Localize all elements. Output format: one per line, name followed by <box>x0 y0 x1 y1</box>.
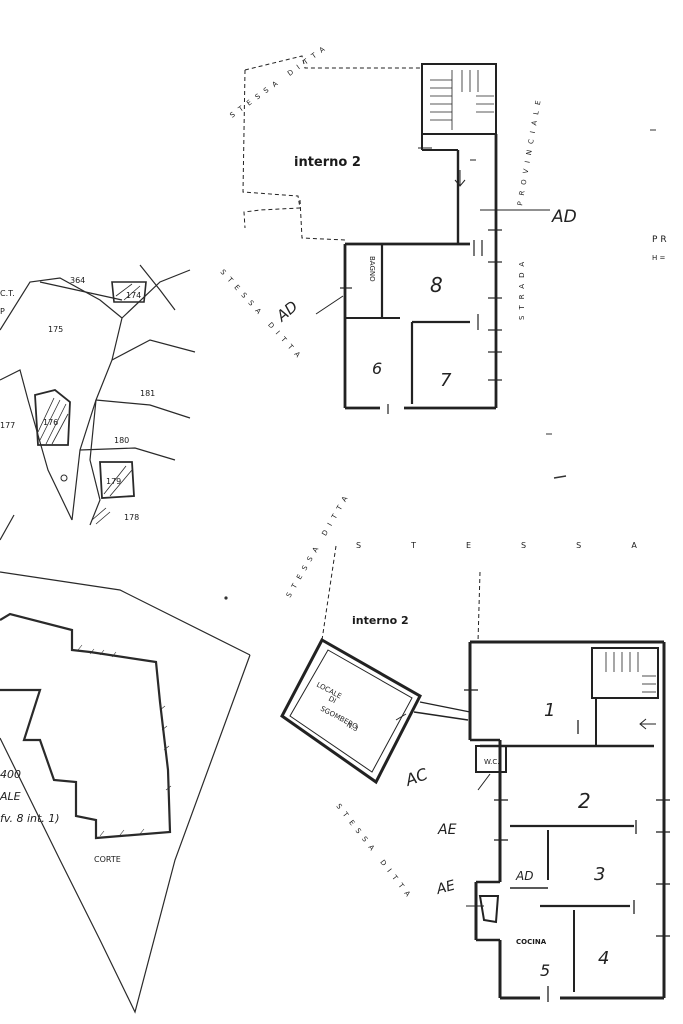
stessa-ditta-bottom-top-start: STESSA DITTA <box>285 490 353 599</box>
parcel-177: 177 <box>0 421 15 430</box>
ad-right: AD <box>551 207 577 227</box>
parcel-174: 174 <box>126 291 141 300</box>
h-label: H = <box>652 254 665 262</box>
label-cucina: COCINA <box>516 938 547 946</box>
stessa-ditta-bottom-left: STESSA DITTA <box>334 802 415 903</box>
top-plan-outline <box>242 55 550 414</box>
room-4: 4 <box>598 948 609 969</box>
label-ad: AD <box>515 869 533 883</box>
parcel-179: 179 <box>106 477 121 486</box>
bottom-title: interno 2 <box>352 614 409 627</box>
label-400: 400 <box>0 768 21 781</box>
room-6: 6 <box>372 359 382 378</box>
pr-label: PR <box>652 235 670 245</box>
label-ac: AC <box>402 764 431 790</box>
ct-label: C.T. <box>0 289 15 298</box>
top-plan-labels: interno 2 BAGNO 8 6 7 STRADA PROVINCIALE… <box>219 42 577 391</box>
parcel-180: 180 <box>114 436 129 445</box>
room-5: 5 <box>540 961 550 980</box>
parcel-175: 175 <box>48 325 63 334</box>
bottom-plan-outline <box>280 545 670 1002</box>
p-label: P <box>0 307 5 316</box>
label-ale: ALE <box>0 790 21 803</box>
label-ae2: AE <box>434 878 457 899</box>
provinciale-label: PROVINCIALE <box>516 94 543 206</box>
label-corte: CORTE <box>94 855 121 864</box>
ad-left: AD <box>272 297 301 325</box>
right-margin: PR H = <box>224 129 670 600</box>
stessa-ditta-top: STESSA DITTA <box>228 42 331 120</box>
corte-labels: 400 ALE fv. 8 int. 1) CORTE <box>0 768 121 864</box>
parcel-181: 181 <box>140 389 155 398</box>
room-7: 7 <box>440 370 452 391</box>
label-ae1: AE <box>437 822 457 838</box>
room-1: 1 <box>544 700 555 721</box>
ditta-top-run: STESSA DITTA <box>356 541 683 550</box>
parcel-176: 176 <box>43 418 58 427</box>
locale-line2: DI <box>327 695 337 706</box>
room-2: 2 <box>578 789 591 813</box>
bottom-plan-top-lettering: STESSA DITTA <box>356 541 683 550</box>
cadastral-map <box>0 264 196 541</box>
room-bagno: BAGNO <box>368 256 376 282</box>
top-title: interno 2 <box>294 155 361 170</box>
parcel-364: 364 <box>70 276 85 285</box>
parcel-labels: 364 174 175 176 177 181 180 179 178 C.T.… <box>0 276 155 522</box>
label-wc: W.C. <box>484 758 499 766</box>
parcel-178: 178 <box>124 513 139 522</box>
room-3: 3 <box>594 864 605 885</box>
room-8: 8 <box>430 273 443 297</box>
label-fv: fv. 8 int. 1) <box>0 812 60 825</box>
strada-label: STRADA <box>518 256 526 320</box>
corte-lot <box>0 571 251 1014</box>
